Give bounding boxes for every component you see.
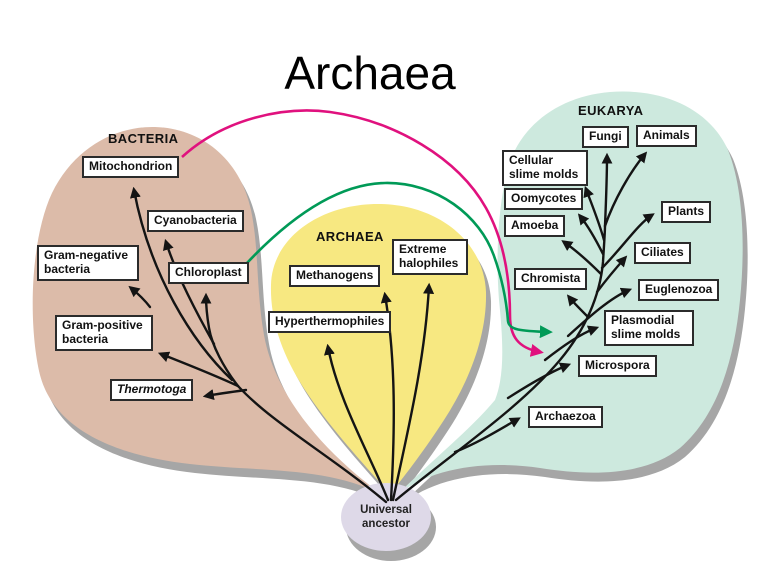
chloroplast-to-eukarya-arrow <box>246 181 553 339</box>
branch-to-ciliates <box>595 255 628 294</box>
label-chromista: Chromista <box>514 268 588 290</box>
branch-to-gram-negative <box>128 285 152 309</box>
branch-to-oomycotes <box>577 213 605 256</box>
label-oomycotes: Oomycotes <box>504 188 584 210</box>
label-extreme-halophiles: Extreme halophiles <box>392 239 468 275</box>
label-gram-positive: Gram-positive bacteria <box>55 315 153 351</box>
branch-to-microspora <box>506 362 572 400</box>
label-ciliates: Ciliates <box>634 242 691 264</box>
branch-to-animals <box>603 151 648 228</box>
label-mitochondrion: Mitochondrion <box>82 156 180 178</box>
label-plants: Plants <box>661 201 712 223</box>
branch-to-plasmodial-slime-molds <box>543 325 600 362</box>
branch-to-chloroplast <box>200 292 240 388</box>
archaea-header: ARCHAEA <box>316 229 384 244</box>
label-animals: Animals <box>636 125 697 147</box>
branch-to-cyanobacteria <box>163 238 216 346</box>
bacteria-trunk <box>236 384 388 504</box>
label-fungi: Fungi <box>582 126 629 148</box>
branch-to-amoeba <box>561 240 603 276</box>
branch-to-mitochondrion <box>130 186 234 382</box>
label-chloroplast: Chloroplast <box>168 262 249 284</box>
mitochondrion-to-eukarya-arrow <box>181 109 544 357</box>
branch-to-gram-positive <box>157 351 240 388</box>
branch-to-hyperthermophiles <box>324 343 390 502</box>
bacteria-header: BACTERIA <box>108 131 179 146</box>
eukarya-blob <box>396 91 743 496</box>
label-archaezoa: Archaezoa <box>528 406 603 428</box>
label-gram-negative: Gram-negative bacteria <box>37 245 139 281</box>
eukarya-header: EUKARYA <box>578 103 644 118</box>
branch-to-euglenozoa <box>566 287 633 338</box>
label-plasmodial-slime-molds: Plasmodial slime molds <box>604 310 694 346</box>
label-amoeba: Amoeba <box>504 215 566 237</box>
label-methanogens: Methanogens <box>289 265 381 287</box>
label-cellular-slime-molds: Cellular slime molds <box>502 150 588 186</box>
label-microspora: Microspora <box>578 355 657 377</box>
root-label: Universal ancestor <box>360 504 412 531</box>
label-thermotoga: Thermotoga <box>110 379 194 401</box>
branch-to-plants <box>600 213 655 270</box>
branch-to-chromista <box>566 294 589 318</box>
label-cyanobacteria: Cyanobacteria <box>147 210 244 232</box>
branch-to-archaezoa <box>453 417 521 454</box>
label-euglenozoa: Euglenozoa <box>638 279 720 301</box>
branch-to-fungi <box>601 152 613 228</box>
branch-to-extreme-halophiles <box>391 282 435 502</box>
branch-to-thermotoga <box>202 388 248 401</box>
diagram-title: Archaea <box>284 47 456 99</box>
tree-branches <box>128 151 655 504</box>
bacteria-blob <box>32 126 385 496</box>
root-ellipse <box>341 483 431 551</box>
branch-to-cellular-slime-molds <box>583 185 606 242</box>
label-hyperthermophiles: Hyperthermophiles <box>268 311 392 333</box>
